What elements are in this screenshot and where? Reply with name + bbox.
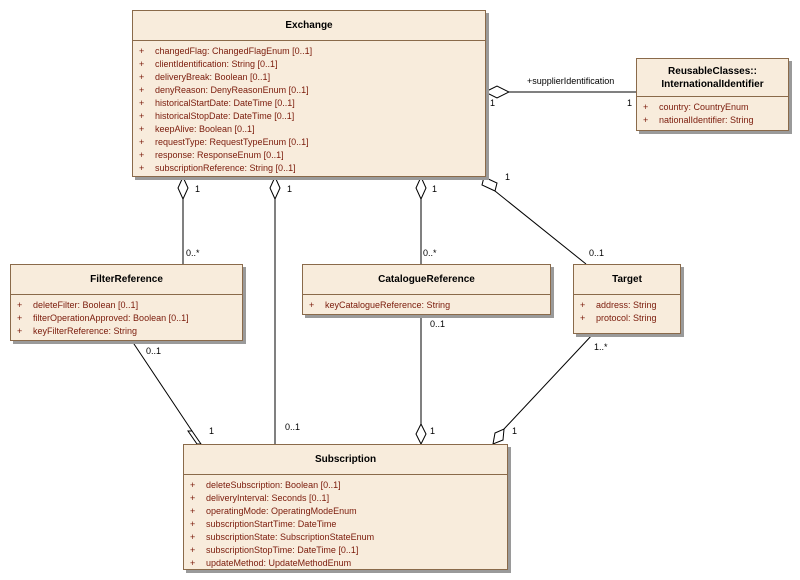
class-name: Target [612, 274, 642, 285]
aggregation-diamond-supplier [483, 85, 511, 99]
attribute: +subscriptionReference: String [0..1] [139, 163, 296, 173]
attribute: +address: String [580, 300, 657, 310]
mult-subscription-exchange: 0..1 [285, 422, 301, 432]
attribute: +keyCatalogueReference: String [309, 300, 451, 310]
assoc-line-target-subscription [503, 333, 594, 430]
aggregation-diamond-catalogue [415, 175, 427, 201]
mult-exchange-catalogue: 1 [432, 184, 438, 194]
class-title: FilterReference [11, 265, 242, 295]
attribute: +protocol: String [580, 313, 657, 323]
class-subscription[interactable]: Subscription +deleteSubscription: Boolea… [183, 444, 508, 570]
mult-exchange-filter: 1 [195, 184, 201, 194]
assoc-line-target [494, 190, 587, 265]
class-filter-reference[interactable]: FilterReference +deleteFilter: Boolean [… [10, 264, 243, 341]
attribute: +deliveryInterval: Seconds [0..1] [190, 493, 330, 503]
class-catalogue-reference[interactable]: CatalogueReference +keyCatalogueReferenc… [302, 264, 551, 315]
attribute: +deliveryBreak: Boolean [0..1] [139, 72, 271, 82]
mult-exchange-supplier: 1 [490, 98, 496, 108]
class-international-identifier[interactable]: ReusableClasses:: InternationalIdentifie… [636, 58, 789, 131]
class-package-name: ReusableClasses:: [668, 65, 757, 77]
class-title: CatalogueReference [303, 265, 550, 295]
attribute-list: +deleteFilter: Boolean [0..1] +filterOpe… [11, 295, 242, 338]
attribute: +historicalStopDate: DateTime [0..1] [139, 111, 295, 121]
attribute: +subscriptionStopTime: DateTime [0..1] [190, 545, 359, 555]
class-name: FilterReference [90, 274, 163, 285]
attribute: +operatingMode: OperatingModeEnum [190, 506, 357, 516]
attribute: +denyReason: DenyReasonEnum [0..1] [139, 85, 309, 95]
mult-catalogue-subscription: 0..1 [430, 319, 446, 329]
class-title: Exchange [133, 11, 485, 41]
mult-filter: 0..* [186, 248, 200, 258]
class-target[interactable]: Target +address: String +protocol: Strin… [573, 264, 681, 334]
mult-exchange-subscription: 1 [287, 184, 293, 194]
attribute: +deleteFilter: Boolean [0..1] [17, 300, 139, 310]
class-name: Subscription [314, 454, 377, 465]
class-name: CatalogueReference [378, 274, 475, 285]
aggregation-diamond-subscription [269, 175, 281, 201]
attribute: +changedFlag: ChangedFlagEnum [0..1] [139, 46, 313, 56]
aggregation-diamond-sub-target [492, 428, 505, 445]
attribute: +historicalStartDate: DateTime [0..1] [139, 98, 295, 108]
attribute: +filterOperationApproved: Boolean [0..1] [17, 313, 189, 323]
class-title: ReusableClasses:: InternationalIdentifie… [637, 59, 788, 97]
attribute: +nationalIdentifier: String [643, 115, 754, 125]
attribute: +keyFilterReference: String [17, 326, 138, 336]
attribute: +response: ResponseEnum [0..1] [139, 150, 284, 160]
role-supplier-identification: +supplierIdentification [527, 76, 615, 86]
assoc-line-filter-subscription [131, 340, 193, 432]
class-name: InternationalIdentifier [661, 78, 764, 90]
aggregation-diamond-sub-filter [187, 430, 202, 445]
attribute: +requestType: RequestTypeEnum [0..1] [139, 137, 309, 147]
class-title: Target [574, 265, 680, 295]
aggregation-diamond-sub-catalogue [415, 422, 427, 446]
attribute: +updateMethod: UpdateMethodEnum [190, 558, 352, 568]
mult-subscription-target: 1 [512, 426, 518, 436]
attribute-list: +country: CountryEnum +nationalIdentifie… [637, 97, 788, 127]
attribute: +subscriptionStartTime: DateTime [190, 519, 337, 529]
mult-exchange-target: 1 [505, 172, 511, 182]
attribute-list: +keyCatalogueReference: String [303, 295, 550, 312]
attribute-list: +changedFlag: ChangedFlagEnum [0..1] +cl… [133, 41, 485, 175]
aggregation-diamond-filter [177, 175, 189, 201]
attribute: +keepAlive: Boolean [0..1] [139, 124, 255, 134]
mult-subscription-catalogue: 1 [430, 426, 436, 436]
mult-subscription-filter: 1 [209, 426, 215, 436]
attribute: +deleteSubscription: Boolean [0..1] [190, 480, 341, 490]
attribute-list: +deleteSubscription: Boolean [0..1] +del… [184, 475, 507, 570]
attribute: +country: CountryEnum [643, 102, 749, 112]
attribute: +subscriptionState: SubscriptionStateEnu… [190, 532, 375, 542]
mult-target: 0..1 [589, 248, 605, 258]
attribute-list: +address: String +protocol: String [574, 295, 680, 325]
mult-supplier: 1 [627, 98, 633, 108]
class-exchange[interactable]: Exchange +changedFlag: ChangedFlagEnum [… [132, 10, 486, 177]
class-title: Subscription [184, 445, 507, 475]
class-name: Exchange [285, 20, 333, 31]
mult-catalogue: 0..* [423, 248, 437, 258]
attribute: +clientIdentification: String [0..1] [139, 59, 278, 69]
mult-target-subscription: 1..* [594, 342, 608, 352]
aggregation-diamond-target [481, 176, 498, 192]
mult-filter-subscription: 0..1 [146, 346, 162, 356]
